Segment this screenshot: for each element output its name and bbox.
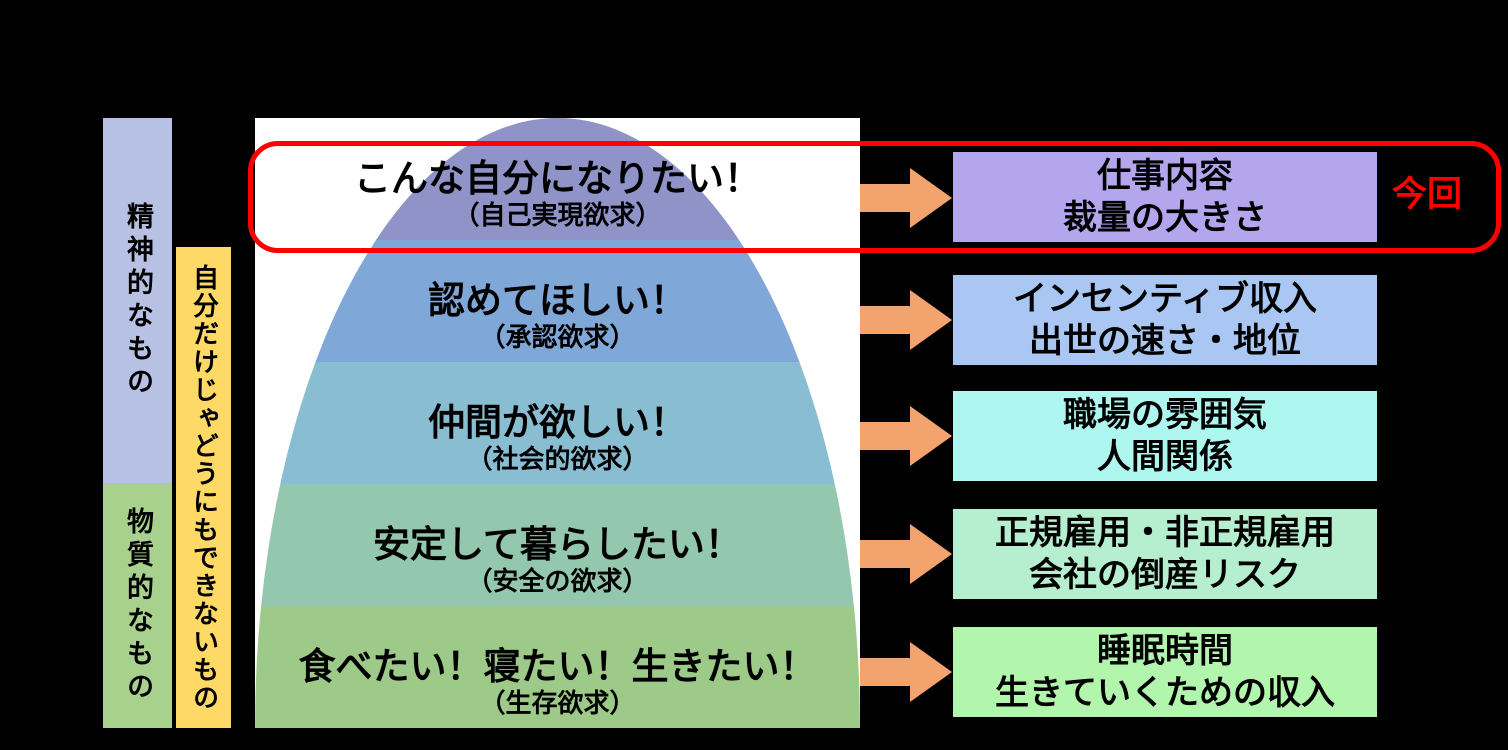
current-topic-outline [248,141,1501,253]
right-arrow-icon [860,524,952,584]
pyramid-labels: こんな自分になりたい！ （自己実現欲求） 認めてほしい！ （承認欲求） 仲間が欲… [255,118,860,728]
dome-band-physiological [255,606,860,728]
pyramid-level-row: 仲間が欲しい！ （社会的欲求） [255,362,860,484]
factor-line: 会社の倒産リスク [1029,555,1301,595]
factor-line: 生きていくための収入 [995,673,1335,713]
right-arrow-icon [860,406,952,466]
material-needs-bar: 物質的なもの [103,483,172,728]
uncontrollable-label: 自分だけじゃどうにもできないもの [188,263,219,712]
work-factor-box-physiological: 睡眠時間 生きていくための収入 [953,627,1377,717]
level-subtitle: （承認欲求） [479,323,636,354]
current-topic-label: 今回 [1392,175,1463,215]
work-factor-box-social: 職場の雰囲気 人間関係 [953,391,1377,481]
level-subtitle: （自己実現欲求） [453,201,662,232]
work-factor-box-self-actualization: 仕事内容 裁量の大きさ [953,152,1377,242]
dome-band-safety [255,484,860,606]
material-needs-label: 物質的なもの [122,506,153,705]
pyramid-canvas: こんな自分になりたい！ （自己実現欲求） 認めてほしい！ （承認欲求） 仲間が欲… [255,118,860,728]
level-headline: 認めてほしい！ [428,279,687,323]
pyramid-level-row: 認めてほしい！ （承認欲求） [255,240,860,362]
level-subtitle: （安全の欲求） [466,567,649,598]
dome-band-social [255,362,860,484]
level-headline: 安定して暮らしたい！ [373,523,742,567]
pyramid-level-row: 安定して暮らしたい！ （安全の欲求） [255,484,860,606]
factor-line: 仕事内容 [1097,155,1233,196]
right-arrow-icon [860,168,952,228]
level-headline: こんな自分になりたい！ [354,157,761,201]
level-subtitle: （社会的欲求） [466,445,649,476]
factor-line: 人間関係 [1097,437,1233,477]
work-factor-box-safety: 正規雇用・非正規雇用 会社の倒産リスク [953,509,1377,599]
pyramid-level-row: こんな自分になりたい！ （自己実現欲求） [255,118,860,240]
factor-line: 職場の雰囲気 [1063,394,1267,435]
level-headline: 仲間が欲しい！ [428,401,687,445]
factor-line: 睡眠時間 [1097,630,1233,671]
factor-line: 裁量の大きさ [1063,198,1267,238]
factor-line: インセンティブ収入 [1013,278,1317,319]
right-arrow-icon [860,290,952,350]
mental-needs-bar: 精神的なもの [103,118,172,483]
level-headline: 食べたい！寝たい！生きたい！ [298,645,817,689]
factor-line: 正規雇用・非正規雇用 [995,512,1335,553]
factor-line: 出世の速さ・地位 [1029,321,1301,361]
work-factor-box-esteem: インセンティブ収入 出世の速さ・地位 [953,275,1377,365]
level-subtitle: （生存欲求） [479,689,636,720]
pyramid-level-row: 食べたい！寝たい！生きたい！ （生存欲求） [255,606,860,728]
uncontrollable-bar: 自分だけじゃどうにもできないもの [176,247,231,728]
mental-needs-label: 精神的なもの [122,201,153,400]
right-arrow-icon [860,642,952,702]
